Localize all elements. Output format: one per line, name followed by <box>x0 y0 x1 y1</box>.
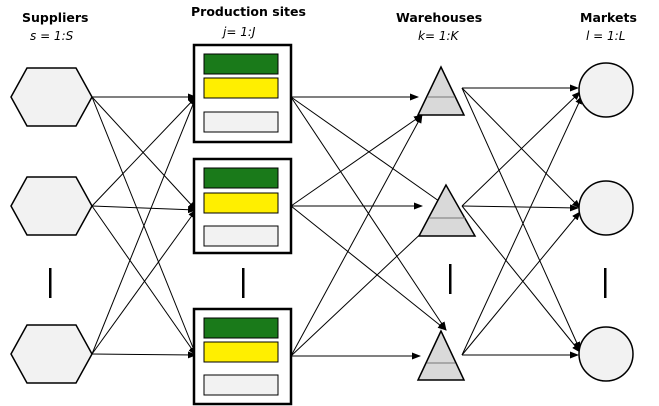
flow-arrow <box>91 209 197 355</box>
circle-icon <box>578 180 634 236</box>
production-site-node-3[interactable] <box>192 307 293 406</box>
hexagon-icon <box>10 176 93 236</box>
market-node-1[interactable] <box>578 62 634 118</box>
warehouse-node-1[interactable] <box>416 65 466 116</box>
flow-arrow <box>290 114 423 357</box>
supplier-to-site-arrows <box>91 93 197 359</box>
site-bar-yellow <box>203 341 279 363</box>
site-bar-green <box>203 317 279 339</box>
vertical-dash-icon <box>49 268 52 298</box>
triangle-icon <box>416 329 466 381</box>
flow-arrow <box>290 96 447 207</box>
flow-arrow <box>290 205 447 331</box>
warehouses-index: k= 1:K <box>418 29 459 43</box>
site-bar-green <box>203 167 279 189</box>
site-bar-yellow <box>203 77 279 99</box>
flow-arrow <box>91 96 197 207</box>
flow-arrow <box>91 205 197 356</box>
site-bar-grey <box>203 374 279 396</box>
supplier-node-2[interactable] <box>10 176 93 236</box>
site-bar-grey <box>203 111 279 133</box>
flow-arrow <box>461 87 581 351</box>
flow-arrow <box>461 91 581 207</box>
warehouses-title: Warehouses <box>396 10 482 25</box>
flow-arrow <box>461 204 579 212</box>
markets-index: l = 1:L <box>586 29 625 43</box>
markets-title: Markets <box>580 10 637 25</box>
warehouse-to-market-arrows <box>461 84 583 359</box>
flow-arrow <box>91 96 197 211</box>
hexagon-icon <box>10 324 93 384</box>
site-to-warehouse-arrows <box>290 93 447 360</box>
triangle-icon <box>416 65 466 116</box>
production-site-node-2[interactable] <box>192 157 293 255</box>
site-bar-yellow <box>203 192 279 214</box>
circle-icon <box>578 62 634 118</box>
triangle-icon <box>417 183 477 237</box>
hexagon-icon <box>10 67 93 127</box>
production-sites-title: Production sites <box>191 4 306 19</box>
vertical-dash-icon <box>449 264 452 294</box>
warehouse-node-3[interactable] <box>416 329 466 381</box>
vertical-dash-icon <box>604 268 607 298</box>
flow-arrow <box>290 114 423 207</box>
warehouse-node-2[interactable] <box>417 183 477 237</box>
flow-arrow <box>91 96 197 355</box>
production-site-node-1[interactable] <box>192 43 293 144</box>
flow-arrow <box>91 205 197 214</box>
flow-arrow <box>461 211 581 356</box>
market-node-2[interactable] <box>578 180 634 236</box>
suppliers-title: Suppliers <box>22 10 88 25</box>
flow-arrow <box>461 87 581 209</box>
vertical-dash-icon <box>242 268 245 298</box>
flow-arrow <box>461 95 583 356</box>
circle-icon <box>578 326 634 382</box>
production-sites-index: j= 1:J <box>221 25 256 39</box>
site-bar-green <box>203 53 279 75</box>
site-bar-grey <box>203 225 279 247</box>
supplier-node-1[interactable] <box>10 67 93 127</box>
flow-arrow <box>461 205 581 353</box>
market-node-3[interactable] <box>578 326 634 382</box>
flow-arrow <box>91 351 197 359</box>
supplier-node-3[interactable] <box>10 324 93 384</box>
suppliers-index: s = 1:S <box>30 29 74 43</box>
